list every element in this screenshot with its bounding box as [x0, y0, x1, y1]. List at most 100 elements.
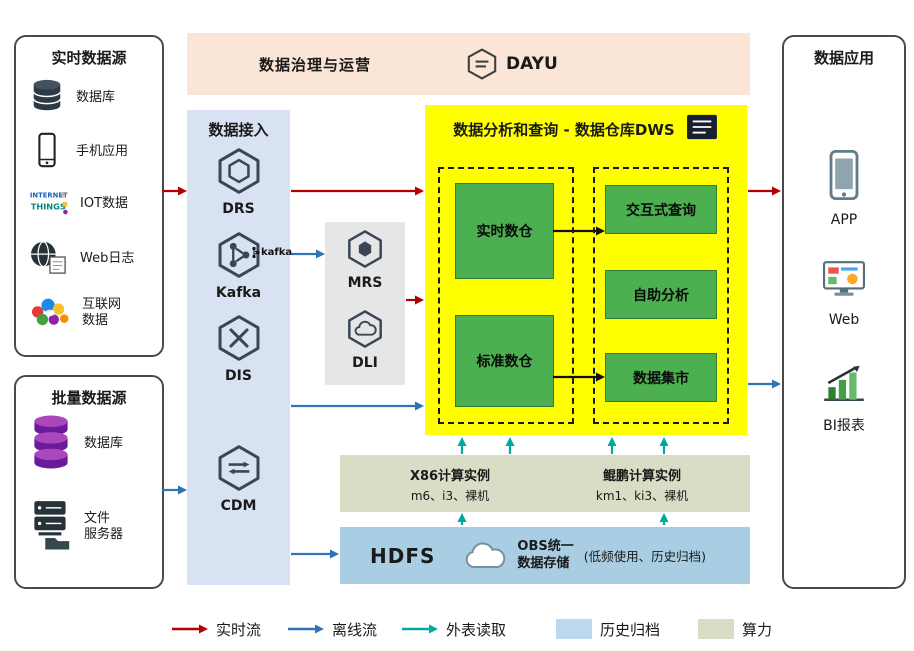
- arrow-processing-to-dws: [406, 295, 424, 305]
- interactive-query-box: 交互式查询: [605, 185, 717, 234]
- batch-sources-panel: 批量数据源 数据库: [14, 375, 164, 589]
- svg-text:THINGS: THINGS: [31, 201, 66, 211]
- dws-titlebar: 数据分析和查询 - 数据仓库DWS: [425, 113, 747, 145]
- item-label: 手机应用: [76, 143, 129, 159]
- service-mrs: MRS: [325, 230, 405, 291]
- item-label: Web: [828, 312, 860, 328]
- list-item: INTERNET of THINGS IOT数据: [28, 185, 150, 223]
- service-label: CDM: [220, 498, 257, 514]
- panel-title: 数据应用: [813, 49, 874, 67]
- legend-label: 外表读取: [446, 620, 507, 639]
- kafka-wordmark-text: kafka: [261, 247, 293, 258]
- legend-label: 算力: [742, 620, 773, 639]
- panel-title: 实时数据源: [51, 49, 127, 67]
- storage-bar: HDFS OBS统一 数据存储 (低频使用、历史归档): [340, 527, 750, 584]
- service-dis: DIS: [187, 315, 290, 384]
- list-item: Web: [784, 259, 904, 328]
- kafka-wordmark: kafka: [251, 246, 292, 259]
- item-label: IOT数据: [80, 195, 129, 211]
- svg-text:INTERNET: INTERNET: [30, 191, 68, 199]
- app-phone-icon: [826, 149, 862, 205]
- dws-warehouse-box: 数据分析和查询 - 数据仓库DWS 实时数仓 标准数仓 交互式查询 自助分析 数…: [425, 105, 747, 435]
- arrow-ingest-to-standard-warehouse: [291, 401, 424, 411]
- arrow-realtime-sources-to-ingest: [162, 186, 187, 196]
- arrow-compute-to-dws-1: [457, 437, 467, 454]
- service-label: DRS: [222, 201, 255, 217]
- governance-title: 数据治理与运营: [259, 55, 372, 74]
- item-label: APP: [830, 212, 858, 228]
- service-cdm: CDM: [187, 445, 290, 514]
- arrow-dws-to-apps: [748, 186, 781, 196]
- obs-label: OBS统一 数据存储: [517, 539, 574, 571]
- list-item: 数据库: [28, 77, 146, 119]
- database-purple-icon: [28, 415, 74, 473]
- list-item: APP: [784, 149, 904, 228]
- kunpeng-compute-group: 鲲鹏计算实例 km1、ki3、裸机: [562, 465, 722, 504]
- data-mart-box: 数据集市: [605, 353, 717, 402]
- analytics-group-frame: [593, 167, 729, 424]
- mobile-phone-icon: [28, 131, 66, 173]
- cdm-icon: [216, 445, 262, 495]
- service-label: MRS: [347, 275, 383, 291]
- realtime-sources-panel: 实时数据源 数据库 手机应用: [14, 35, 164, 357]
- panel-title: 批量数据源: [51, 389, 127, 407]
- applications-panel: 数据应用 APP: [782, 35, 906, 589]
- dayu-label: DAYU: [506, 54, 558, 74]
- item-label: 互联网 数据: [82, 296, 122, 328]
- offline-arrow-icon: [288, 624, 324, 634]
- arrow-batch-sources-to-ingest: [162, 485, 187, 495]
- legend-label: 离线流: [332, 620, 378, 639]
- service-label: DLI: [352, 355, 378, 371]
- dli-icon: [346, 310, 384, 352]
- realtime-warehouse-box: 实时数仓: [455, 183, 554, 279]
- iot-icon: INTERNET of THINGS: [28, 185, 70, 223]
- kunpeng-subtitle: km1、ki3、裸机: [595, 489, 689, 503]
- obs-note: (低频使用、历史归档): [583, 549, 706, 564]
- obs-cloud-icon: [463, 540, 509, 572]
- compute-swatch: [698, 619, 734, 639]
- arrow-ingest-to-processing: [291, 249, 325, 259]
- arrow-ingest-to-hdfs: [291, 549, 339, 559]
- governance-bar: 数据治理与运营 DAYU: [187, 33, 750, 95]
- arrow-compute-to-dws-3: [607, 437, 617, 454]
- service-kafka: Kafka kafka: [187, 232, 292, 301]
- drs-icon: [216, 148, 262, 198]
- item-label: Web日志: [80, 250, 135, 266]
- list-item: 数据库: [28, 415, 154, 473]
- item-label: 数据库: [76, 89, 116, 105]
- item-label: 文件 服务器: [84, 510, 124, 542]
- arrow-hdfs-to-compute-2: [659, 513, 669, 525]
- list-item: BI报表: [784, 362, 904, 435]
- list-item: 手机应用: [28, 131, 146, 173]
- self-service-analysis-box: 自助分析: [605, 270, 717, 319]
- service-label: DIS: [225, 368, 252, 384]
- dws-title: 数据分析和查询 - 数据仓库DWS: [453, 120, 675, 139]
- web-log-icon: [28, 239, 70, 279]
- bi-report-icon: [820, 362, 868, 408]
- item-label: 数据库: [84, 435, 124, 451]
- x86-compute-group: X86计算实例 m6、i3、裸机: [370, 465, 530, 504]
- list-item: 互联网 数据: [28, 293, 152, 333]
- database-icon: [28, 77, 66, 119]
- x86-subtitle: m6、i3、裸机: [410, 489, 490, 503]
- svg-text:of: of: [61, 192, 68, 199]
- arrow-ingest-to-dws: [291, 186, 424, 196]
- arrow-hdfs-to-compute-1: [457, 513, 467, 525]
- standard-warehouse-box: 标准数仓: [455, 315, 554, 407]
- hdfs-label: HDFS: [370, 543, 436, 568]
- legend-external-read: 外表读取: [402, 617, 506, 641]
- service-label: Kafka: [215, 285, 262, 301]
- ingestion-column: 数据接入 DRS: [187, 110, 292, 585]
- dws-document-icon: [685, 113, 719, 145]
- arrow-compute-to-dws-4: [659, 437, 669, 454]
- external-read-arrow-icon: [402, 624, 438, 634]
- warehouse-group-frame: [438, 167, 574, 424]
- ingestion-title: 数据接入: [208, 121, 269, 139]
- list-item: Web日志: [28, 239, 150, 279]
- legend-offline: 离线流: [288, 617, 377, 641]
- processing-box: MRS DLI: [325, 222, 405, 385]
- legend-compute: 算力: [698, 617, 772, 641]
- internet-data-icon: [28, 293, 72, 333]
- dis-icon: [216, 315, 262, 365]
- file-server-icon: [28, 499, 74, 555]
